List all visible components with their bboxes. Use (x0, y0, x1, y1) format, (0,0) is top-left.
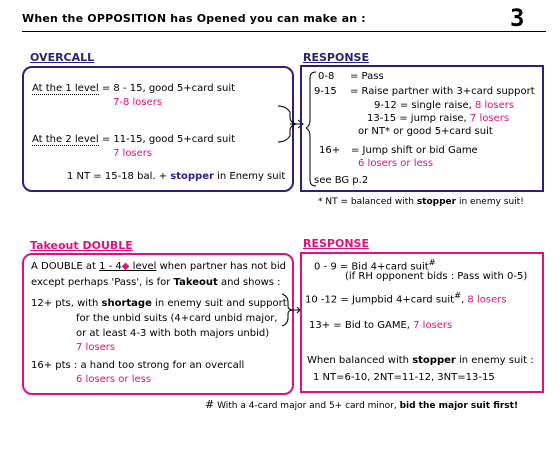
level2-text: = 11-15, good 5+card suit (98, 134, 236, 145)
resp2-line6: 1 NT=6-10, 2NT=11-12, 3NT=13-15 (313, 372, 495, 383)
to-l1-a: A DOUBLE at (31, 261, 100, 272)
fn2-a: With a 4-card major and 5+ card minor, (214, 401, 400, 411)
to-l2-a: except perhaps 'Pass', is for (31, 277, 174, 288)
fn1-stopper: stopper (416, 197, 457, 207)
to-shortage: shortage (101, 298, 152, 309)
to-level-num: 1 - 4 (99, 261, 122, 272)
resp2-line3: 10 -12 = Jumpbid 4+card suit#, 8 losers (305, 290, 507, 305)
resp1-line7: 6 losers or less (358, 158, 434, 169)
takeout-line4: for the unbid suits (4+card unbid major, (76, 313, 278, 324)
nt-prefix: 1 NT = 15-18 bal. + (67, 171, 171, 182)
resp1-l2-pts: 9-15 (314, 86, 337, 97)
resp2-line4: 13+ = Bid to GAME, 7 losers (309, 320, 452, 331)
resp1-l1-pts: 0-8 (318, 71, 335, 82)
takeout-header: Takeout DOUBLE (30, 239, 133, 252)
r2-l3-b: , (461, 294, 468, 306)
response2-footnote: # With a 4-card major and 5+ card minor,… (205, 398, 518, 411)
page-number: 3 (510, 4, 525, 32)
overcall-level1: At the 1 level = 8 - 15, good 5+card sui… (32, 83, 236, 95)
resp2-line5: When balanced with stopper in enemy suit… (307, 355, 534, 366)
to-l2-b: and shows : (217, 277, 281, 288)
response2-header: RESPONSE (303, 237, 369, 250)
r2-l4-a: 13+ = Bid to GAME, (309, 320, 414, 331)
resp1-l1-text: = Pass (350, 71, 384, 82)
takeout-line5: or at least 4-3 with both majors unbid) (76, 328, 270, 339)
resp1-line2: 9-15 = Raise partner with 3+card support (314, 86, 535, 97)
overcall-nt: 1 NT = 15-18 bal. + stopper in Enemy sui… (67, 171, 285, 182)
resp1-l4-losers: 7 losers (469, 113, 510, 124)
diamond-icon: ◆ (121, 261, 130, 272)
nt-stopper: stopper (170, 171, 214, 182)
level2-losers: 7 losers (113, 148, 153, 159)
fn1-prefix: * NT = balanced with (318, 197, 417, 207)
level1-text: = 8 - 15, good 5+card suit (98, 83, 236, 94)
resp1-l3-losers: 8 losers (474, 100, 515, 111)
resp1-l2-text: = Raise partner with 3+card support (350, 86, 535, 97)
nt-suffix: in Enemy suit (213, 171, 286, 182)
to-level: 1 - 4◆ level (99, 261, 156, 272)
to-l3-b: in enemy suit and support (151, 298, 287, 309)
response1-brace (306, 71, 317, 187)
overcall-box (22, 66, 294, 192)
r2-l1-hash: # (428, 257, 436, 267)
r2-l5-stopper: stopper (412, 355, 456, 366)
takeout-line3: 12+ pts, with shortage in enemy suit and… (31, 298, 287, 309)
overcall-header: OVERCALL (30, 51, 95, 64)
takeout-box (22, 253, 294, 395)
resp1-line3: 9-12 = single raise, 8 losers (374, 100, 514, 111)
page-title: When the OPPOSITION has Opened you can m… (22, 12, 366, 25)
response1-footnote: * NT = balanced with stopper in enemy su… (318, 197, 524, 207)
resp1-l4-text: 13-15 = jump raise, (367, 113, 470, 124)
response1-box (300, 65, 544, 192)
r2-l4-losers: 7 losers (413, 320, 453, 331)
resp1-l6-text: = Jump shift or bid Game (351, 145, 478, 156)
r2-l5-b: in enemy suit : (455, 355, 534, 366)
brace-connector-2 (281, 293, 301, 327)
resp1-line8: see BG p.2 (314, 175, 369, 186)
resp1-l6-pts: 16+ (319, 145, 341, 156)
r2-l1-a: 0 - 9 = Bid 4+card suit (314, 261, 429, 273)
r2-l3-losers: 8 losers (467, 294, 507, 306)
response2-box (300, 252, 544, 393)
resp2-line1: 0 - 9 = Bid 4+card suit# (314, 257, 436, 272)
takeout-line1: A DOUBLE at 1 - 4◆ level when partner ha… (31, 261, 286, 272)
resp2-line2: (if RH opponent bids : Pass with 0-5) (345, 271, 528, 282)
fn1-suffix: in enemy suit! (456, 197, 524, 207)
to-l3-a: 12+ pts, with (31, 298, 102, 309)
resp1-line6: 16+ = Jump shift or bid Game (319, 145, 478, 156)
to-takeout: Takeout (173, 277, 218, 288)
fn2-b: bid the major suit first! (399, 401, 519, 411)
resp1-line5: or NT* or good 5+card suit (358, 126, 493, 137)
response1-header: RESPONSE (303, 51, 369, 64)
overcall-level2: At the 2 level = 11-15, good 5+card suit (32, 134, 236, 146)
takeout-line6: 7 losers (76, 342, 116, 353)
to-l1-b: when partner has not bid (156, 261, 286, 272)
takeout-line7: 16+ pts : a hand too strong for an overc… (31, 360, 245, 371)
resp1-line4: 13-15 = jump raise, 7 losers (367, 113, 509, 124)
fn2-hash: # (205, 398, 215, 411)
r2-l5-a: When balanced with (307, 355, 413, 366)
level1-label: At the 1 level (32, 83, 99, 95)
r2-l3-hash: # (454, 290, 462, 300)
to-level-word: level (129, 261, 157, 272)
takeout-line2: except perhaps 'Pass', is for Takeout an… (31, 277, 281, 288)
r2-l3-a: 10 -12 = Jumpbid 4+card suit (305, 294, 455, 306)
resp1-l3-text: 9-12 = single raise, (374, 100, 475, 111)
resp1-line1: 0-8 = Pass (318, 71, 384, 82)
level1-losers: 7-8 losers (113, 97, 163, 108)
level2-label: At the 2 level (32, 134, 99, 146)
title-rule (22, 31, 546, 32)
takeout-line8: 6 losers or less (76, 374, 152, 385)
